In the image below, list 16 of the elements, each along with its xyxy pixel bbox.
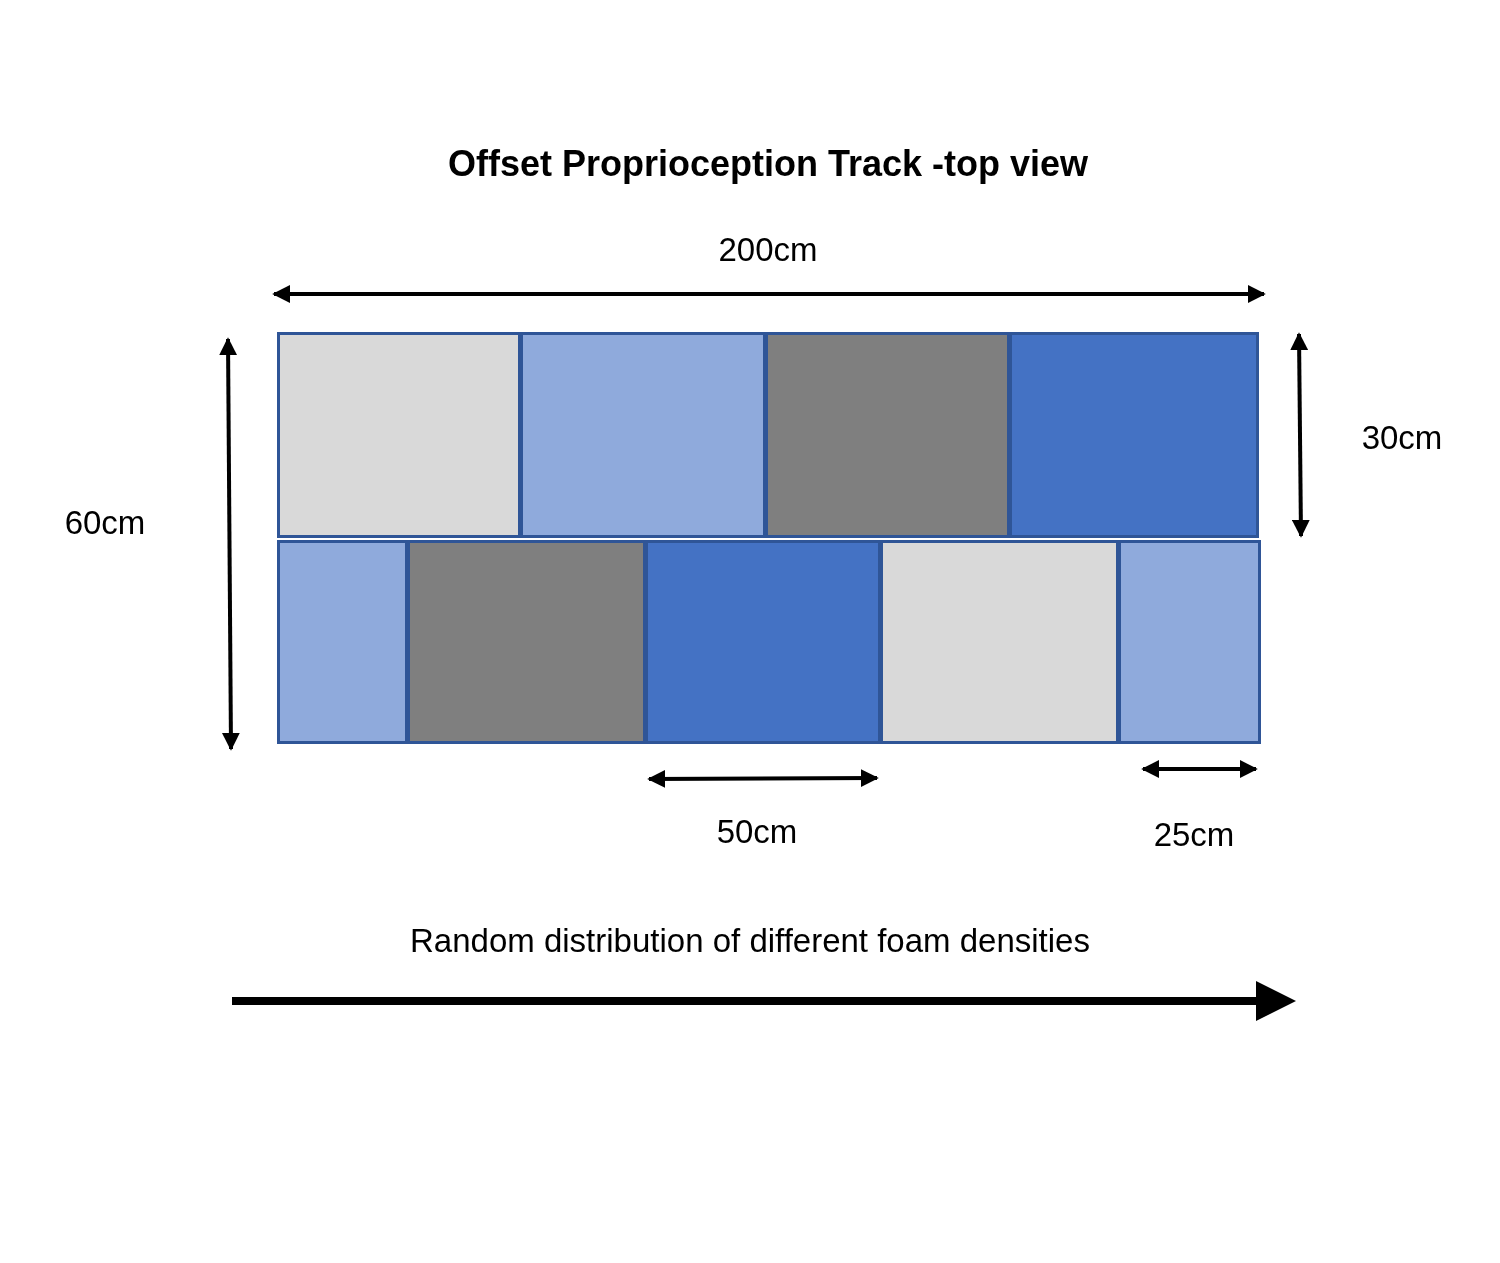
dimension-label: 60cm	[64, 504, 146, 542]
foam-tile	[277, 540, 408, 744]
foam-tile	[520, 332, 766, 538]
caption-text: Random distribution of different foam densities	[410, 922, 1090, 960]
foam-tile	[1009, 332, 1259, 538]
dimension-label: 200cm	[718, 231, 818, 269]
foam-tile	[880, 540, 1119, 744]
foam-tile	[407, 540, 646, 744]
foam-tile	[645, 540, 881, 744]
dimension-label: 30cm	[1361, 419, 1443, 457]
foam-tile	[765, 332, 1010, 538]
foam-tile	[1118, 540, 1261, 744]
dimension-label: 25cm	[1153, 816, 1235, 854]
foam-tile	[277, 332, 521, 538]
dimension-label: 50cm	[716, 813, 798, 851]
diagram-title: Offset Proprioception Track -top view	[447, 143, 1089, 185]
